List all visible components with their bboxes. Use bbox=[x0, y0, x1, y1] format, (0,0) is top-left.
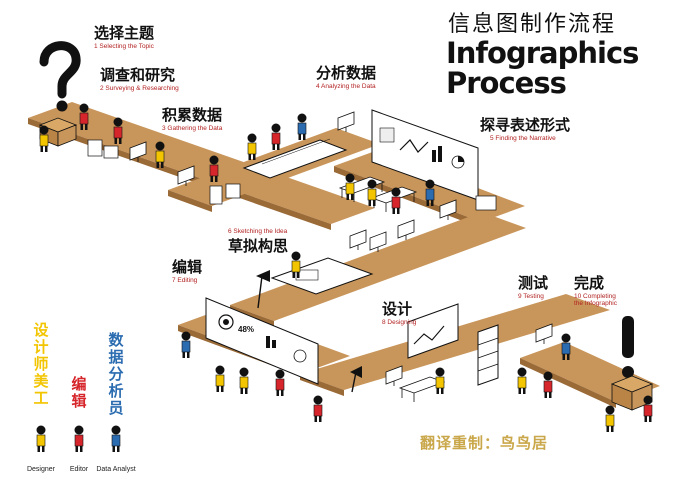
analysis-table bbox=[242, 138, 348, 179]
title-english-line2: Process bbox=[446, 66, 567, 100]
legend-editor-en: Editor bbox=[69, 466, 89, 473]
exclamation-mark-icon bbox=[622, 316, 634, 378]
legend-analyst-zh: 数据分析员 bbox=[108, 331, 124, 417]
title-chinese: 信息图制作流程 bbox=[448, 12, 617, 37]
box-start bbox=[38, 117, 78, 147]
title-english-line1: Infographics bbox=[446, 36, 639, 70]
paper-stacks bbox=[87, 139, 497, 211]
legend-analyst-icon bbox=[111, 425, 121, 453]
step-9-label: 测试 9 Testing bbox=[518, 274, 549, 300]
step-5-label: 探寻表述形式 5 Finding the Narrative bbox=[480, 116, 571, 142]
legend-designer-zh: 设计师美工 bbox=[33, 321, 49, 407]
desk-lamp-icon bbox=[256, 270, 270, 309]
legend-editor-zh: 编辑 bbox=[71, 375, 87, 410]
step-6-label: 6 Sketching the Idea 草拟构思 bbox=[228, 228, 289, 255]
whiteboard-designing bbox=[407, 303, 459, 359]
sketch-table bbox=[270, 257, 374, 295]
editing-chart-pct: 48% bbox=[238, 325, 254, 334]
legend-designer-en: Designer bbox=[26, 466, 55, 473]
question-mark-icon bbox=[39, 41, 81, 112]
translation-credit: 翻译重制：鸟鸟居 bbox=[420, 434, 549, 452]
legend-designer-icon bbox=[36, 425, 46, 453]
step-10-label: 完成 10 Completing the Infographic bbox=[574, 274, 618, 307]
step-8-label: 设计 8 Designing bbox=[382, 300, 417, 326]
legend-editor-icon bbox=[74, 425, 84, 453]
step-4-label: 分析数据 4 Analyzing the Data bbox=[316, 64, 377, 90]
whiteboard-editing: 48% bbox=[205, 297, 319, 385]
step-1-label: 选择主题 1 Selecting the Topic bbox=[94, 24, 155, 50]
step-7-label: 编辑 7 Editing bbox=[172, 258, 203, 284]
legend-analyst-en: Data Analyst bbox=[96, 466, 136, 473]
bookshelf bbox=[477, 324, 499, 386]
desk-lamp-icon-2 bbox=[350, 366, 362, 393]
step-2-label: 调查和研究 2 Surveying & Researching bbox=[100, 66, 179, 92]
step-3-label: 积累数据 3 Gathering the Data bbox=[162, 106, 223, 132]
